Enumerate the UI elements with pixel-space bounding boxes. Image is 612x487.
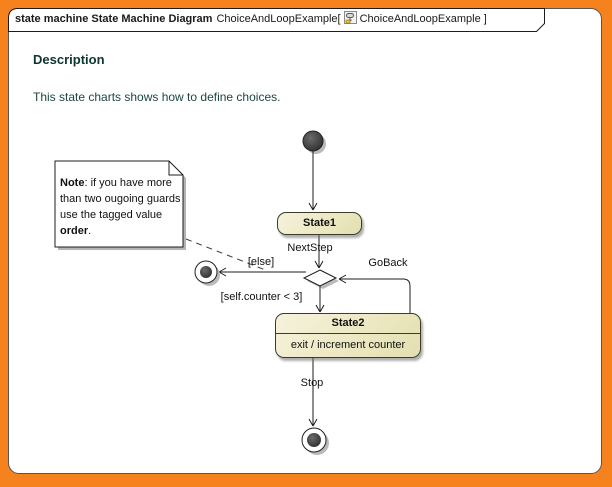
diagram-name-label: ChoiceAndLoopExample[: [216, 13, 341, 25]
transition-goback[interactable]: [338, 274, 411, 313]
final-state-bottom[interactable]: [301, 427, 329, 455]
transition-else[interactable]: [218, 267, 306, 277]
transition-counter-guard[interactable]: [315, 286, 325, 313]
tab-pentagon-shape: [8, 8, 545, 32]
note-text: Note: if you have more than two ougoing …: [60, 175, 181, 239]
final-left-inner: [200, 266, 212, 278]
transition-initial-to-state1[interactable]: [308, 151, 318, 211]
note-bold-tail: order: [60, 225, 89, 237]
note-shape[interactable]: [54, 160, 186, 250]
diagram-ref-label: ChoiceAndLoopExample ]: [359, 13, 487, 25]
initial-pseudostate[interactable]: [302, 130, 326, 154]
state-state1[interactable]: State1: [277, 212, 362, 235]
diagram-kind-label: state machine State Machine Diagram: [15, 13, 213, 25]
label-nextstep[interactable]: NextStep: [287, 242, 333, 254]
note-body: [54, 160, 184, 248]
description-heading: Description: [33, 52, 105, 67]
note-mid-text: : if you have more than two ougoing guar…: [60, 177, 181, 221]
state2-name: State2: [276, 314, 420, 334]
label-else-guard[interactable]: [else]: [247, 256, 275, 268]
note-fold-corner: [168, 161, 183, 176]
state-state2[interactable]: State2 exit / increment counter: [275, 313, 421, 358]
choice-pseudostate[interactable]: [302, 269, 339, 289]
note-bold-lead: Note: [60, 177, 85, 189]
transition-stop[interactable]: [308, 357, 318, 427]
state-machine-diagram-icon: [343, 11, 357, 30]
description-text: This state charts shows how to define ch…: [33, 90, 281, 104]
diagram-title-tab[interactable]: [8, 8, 548, 33]
initial-dot: [302, 130, 324, 152]
label-goback[interactable]: GoBack: [368, 257, 408, 269]
final-bottom-inner: [307, 433, 321, 447]
final-state-left[interactable]: [194, 260, 220, 286]
state1-name: State1: [302, 217, 337, 229]
label-counter-guard[interactable]: [self.counter < 3]: [220, 291, 303, 303]
transition-nextstep[interactable]: [314, 235, 324, 269]
state2-internal-activity: exit / increment counter: [290, 339, 406, 351]
note-anchor-line[interactable]: [185, 238, 269, 272]
note-period: .: [88, 225, 92, 237]
label-stop[interactable]: Stop: [300, 377, 324, 389]
